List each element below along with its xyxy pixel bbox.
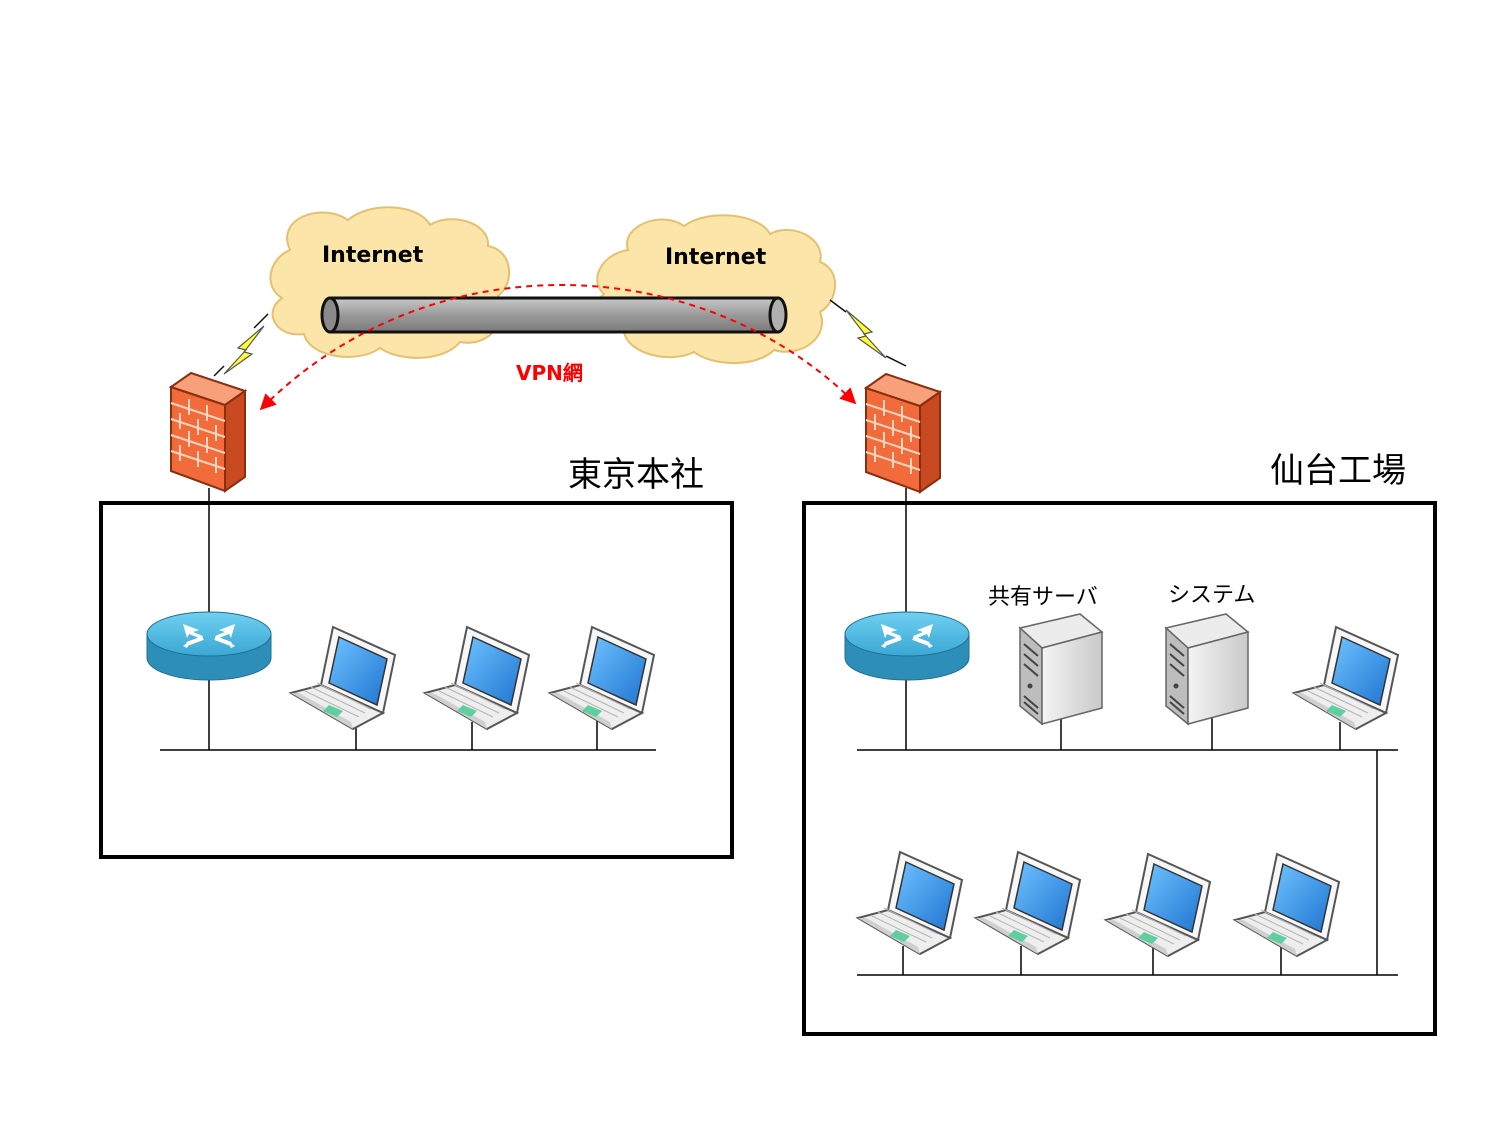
server-icon: [1165, 613, 1249, 725]
sendai-network: [857, 488, 1398, 976]
cloud-icon: [595, 214, 836, 364]
laptop-icon: [857, 851, 963, 955]
site-title-sendai: 仙台工場: [1270, 451, 1406, 491]
system-server-label: システム: [1168, 583, 1255, 608]
lightning-icon: [213, 313, 269, 377]
router-icon: [145, 610, 273, 682]
lightning-icon: [829, 299, 907, 367]
shared-server-label: 共有サーバ: [988, 585, 1098, 610]
firewall-icon: [865, 373, 941, 493]
laptop-icon: [1293, 626, 1399, 730]
site-box-tokyo: [99, 501, 734, 859]
cloud-icon: [269, 206, 511, 359]
router-icon: [843, 610, 971, 682]
vpn-label: VPN網: [516, 361, 583, 385]
server-icon: [1019, 613, 1103, 725]
laptop-icon: [290, 626, 396, 730]
site-title-tokyo: 東京本社: [568, 455, 704, 495]
laptop-icon: [424, 626, 530, 730]
laptop-icon: [1105, 853, 1211, 957]
site-box-sendai: [802, 501, 1437, 1036]
laptop-icon: [975, 851, 1081, 955]
laptop-icon: [1234, 853, 1340, 957]
cloud-label-left: Internet: [322, 243, 424, 268]
vpn-arrow: [259, 284, 857, 411]
firewall-icon: [170, 372, 246, 492]
vpn-tunnel: [320, 296, 788, 334]
laptop-icon: [549, 626, 655, 730]
cloud-label-right: Internet: [665, 245, 767, 270]
